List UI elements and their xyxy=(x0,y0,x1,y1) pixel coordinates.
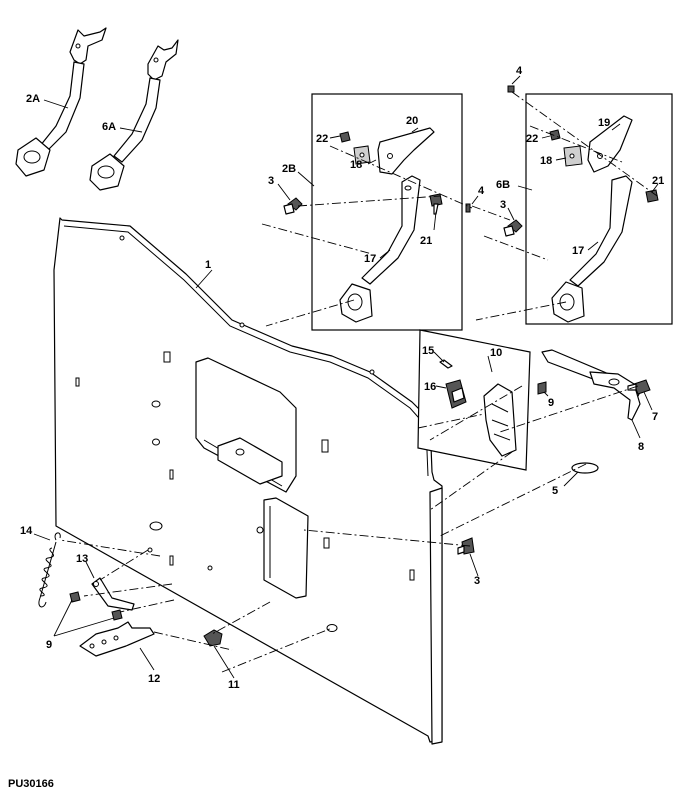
spring-14[interactable] xyxy=(38,532,61,608)
bracket-19[interactable] xyxy=(587,115,633,173)
washer-4-right[interactable] xyxy=(507,85,515,93)
bolt-21-left[interactable] xyxy=(429,193,443,215)
callouts: 1 2A 6A 2B 6B 3 3 3 4 4 5 7 8 9 9 10 11 … xyxy=(20,65,664,691)
callout-4-left: 4 xyxy=(478,185,485,197)
clip-5[interactable] xyxy=(571,462,599,474)
bolt-7[interactable] xyxy=(627,379,651,395)
bracket-20[interactable] xyxy=(377,127,435,175)
pedal-assembly-2B-box xyxy=(311,93,463,331)
callout-21-left: 21 xyxy=(420,235,432,247)
pedal-17-left[interactable] xyxy=(339,175,421,323)
callout-3-right: 3 xyxy=(500,199,506,211)
callout-5: 5 xyxy=(552,485,558,497)
callout-9-latch: 9 xyxy=(548,397,554,409)
leader-lines xyxy=(33,75,659,679)
pedal-6A[interactable] xyxy=(89,39,179,191)
callout-22-right: 22 xyxy=(526,133,538,145)
latch-10[interactable] xyxy=(483,383,517,457)
plate-12[interactable] xyxy=(79,621,155,657)
callout-12: 12 xyxy=(148,673,160,685)
nut-22-right[interactable] xyxy=(549,129,561,141)
figure-id: PU30166 xyxy=(8,778,54,790)
callout-6A: 6A xyxy=(102,121,116,133)
callout-3-lower: 3 xyxy=(474,575,480,587)
callout-4-right: 4 xyxy=(516,65,523,77)
bolt-3-upper[interactable] xyxy=(283,197,303,215)
callout-19: 19 xyxy=(598,117,610,129)
callout-6B: 6B xyxy=(496,179,510,191)
callout-18-left: 18 xyxy=(350,159,362,171)
callout-11: 11 xyxy=(228,679,240,691)
latch-assembly-10 xyxy=(417,329,547,471)
callout-1: 1 xyxy=(205,259,211,271)
alignment-lines xyxy=(59,91,661,673)
bolt-3-right[interactable] xyxy=(503,219,523,237)
callout-13: 13 xyxy=(76,553,88,565)
pedal-2A[interactable] xyxy=(15,27,107,177)
callout-17-left: 17 xyxy=(364,253,376,265)
bumper-16[interactable] xyxy=(445,379,467,409)
callout-2A: 2A xyxy=(26,93,40,105)
callout-16: 16 xyxy=(424,381,436,393)
nut-9-lower-b[interactable] xyxy=(111,609,123,621)
callout-2B: 2B xyxy=(282,163,296,175)
callout-21-right: 21 xyxy=(652,175,664,187)
callout-9-lower: 9 xyxy=(46,639,52,651)
nut-9-lower-a[interactable] xyxy=(69,591,81,603)
link-13[interactable] xyxy=(91,577,135,611)
nut-22-left[interactable] xyxy=(339,131,351,143)
callout-22-left: 22 xyxy=(316,133,328,145)
bracket-18-right[interactable] xyxy=(563,145,583,167)
nut-11[interactable] xyxy=(203,629,223,647)
callout-18-right: 18 xyxy=(540,155,552,167)
pedal-assembly-6B-box xyxy=(525,93,673,325)
callout-17-right: 17 xyxy=(572,245,584,257)
bracket-8[interactable] xyxy=(541,349,643,421)
bracket-18-left[interactable] xyxy=(353,145,371,165)
callout-15: 15 xyxy=(422,345,434,357)
callout-7: 7 xyxy=(652,411,658,423)
pedal-17-right[interactable] xyxy=(551,175,633,323)
callout-3-upper: 3 xyxy=(268,175,274,187)
bolt-9-latch[interactable] xyxy=(537,381,547,395)
callout-14: 14 xyxy=(20,525,33,537)
callout-20: 20 xyxy=(406,115,418,127)
callout-8: 8 xyxy=(638,441,644,453)
callout-10: 10 xyxy=(490,347,502,359)
